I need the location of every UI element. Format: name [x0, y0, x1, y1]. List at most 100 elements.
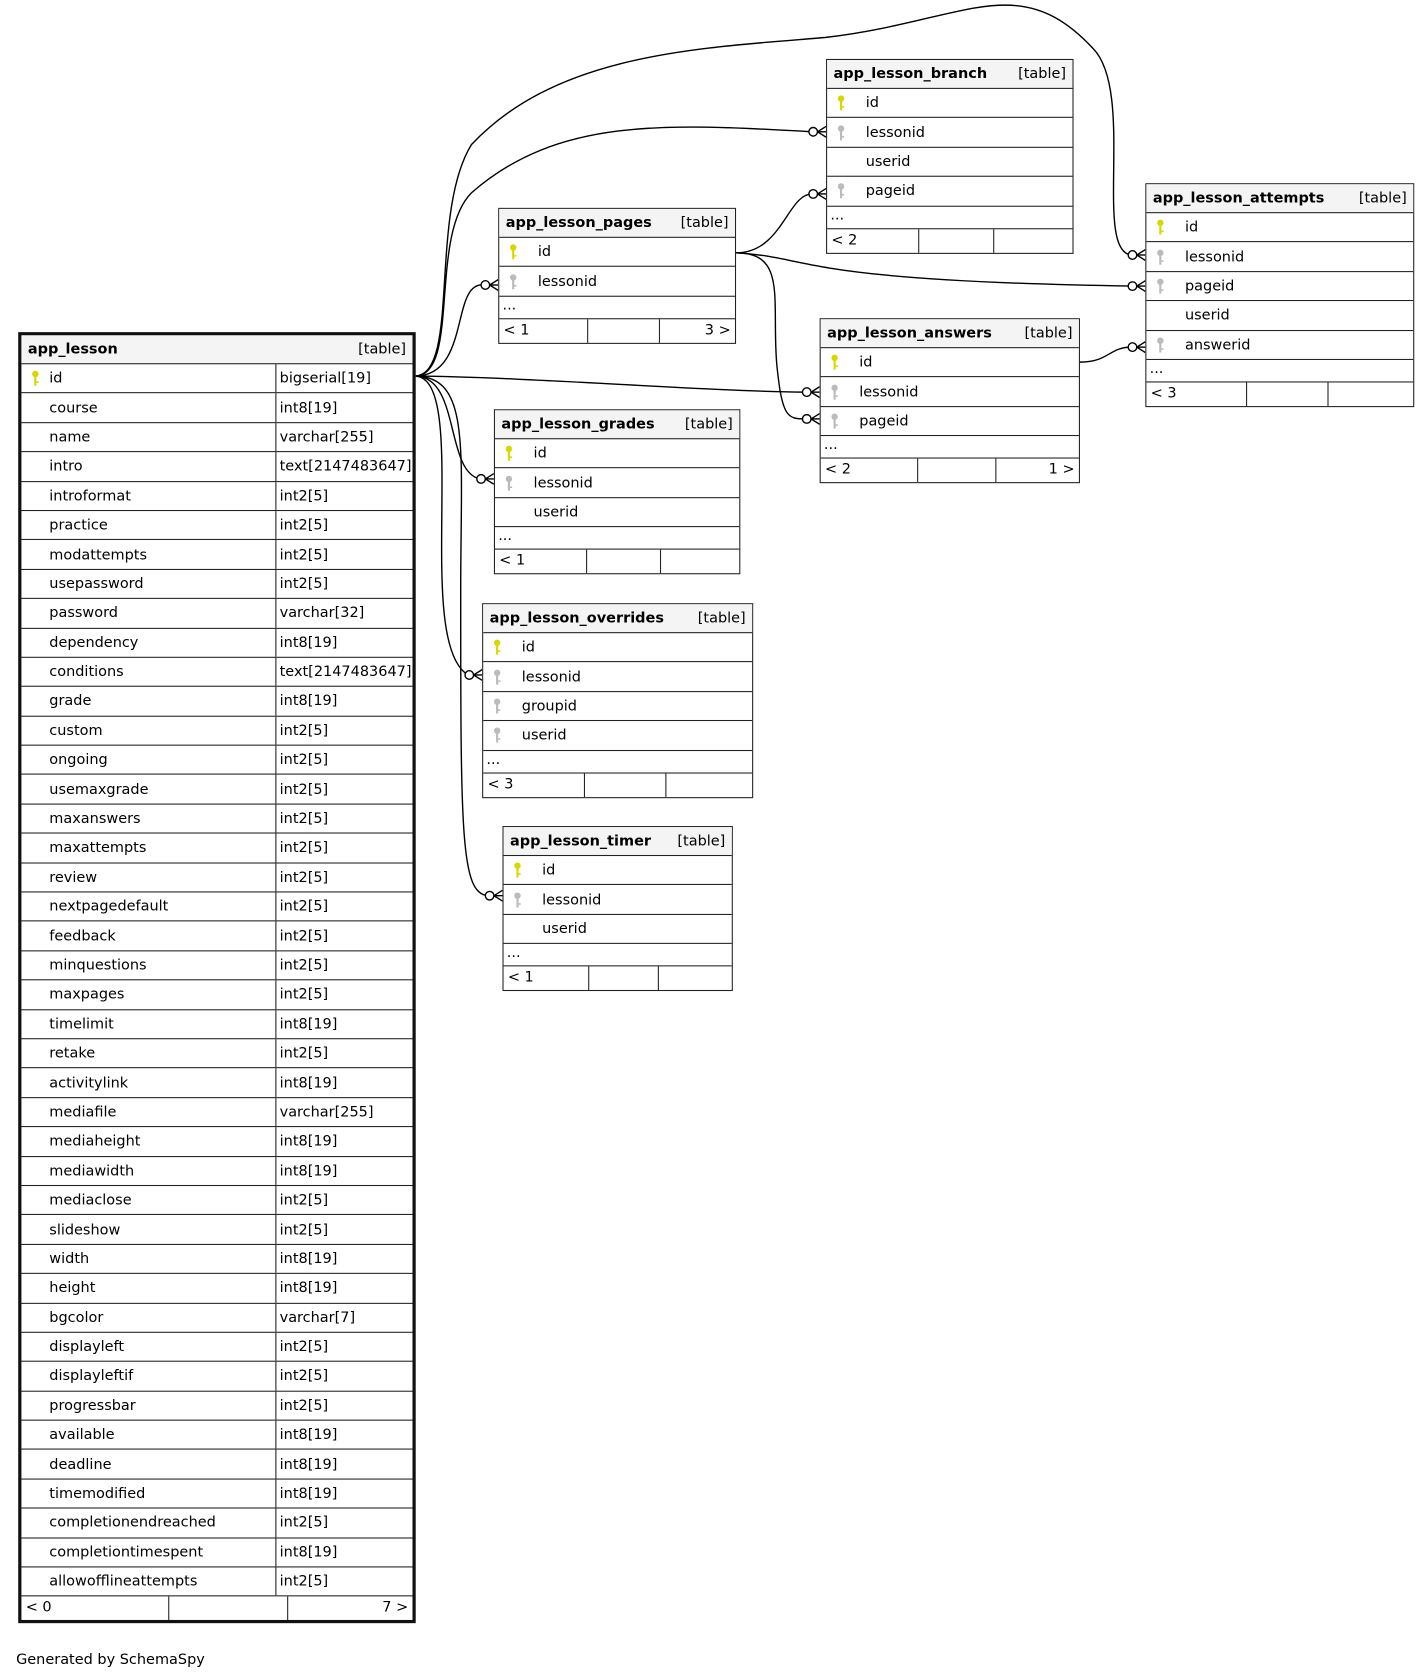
- column-row[interactable]: lessonid: [1146, 243, 1414, 272]
- column-row[interactable]: pageid: [820, 407, 1079, 437]
- column-row[interactable]: pageid: [1146, 272, 1414, 302]
- column-row[interactable]: userid: [503, 915, 732, 945]
- column-row[interactable]: userid: [483, 721, 753, 751]
- column-row[interactable]: userid: [827, 148, 1073, 177]
- column-row[interactable]: pageid: [827, 177, 1073, 207]
- column-type: int8[19]: [275, 1068, 412, 1097]
- column-name: retake: [49, 1044, 96, 1062]
- table-header[interactable]: app_lesson_timer[table]: [503, 827, 732, 857]
- column-row[interactable]: userid: [1146, 301, 1414, 331]
- column-row[interactable]: lessonid: [499, 267, 735, 297]
- column-row[interactable]: id: [820, 348, 1079, 378]
- column-row[interactable]: userid: [494, 498, 740, 528]
- column-type: int2[5]: [275, 1185, 412, 1215]
- parent-count: < 2: [821, 458, 918, 483]
- table-app-lesson-overrides[interactable]: app_lesson_overrides[table]id lessonid gro…: [482, 603, 754, 798]
- table-kind: [table]: [1018, 65, 1067, 83]
- column-name: lessonid: [521, 668, 581, 686]
- table-header[interactable]: app_lesson_answers[table]: [820, 319, 1079, 349]
- column-row[interactable]: groupid: [483, 692, 753, 722]
- column-row[interactable]: lessonid: [827, 118, 1073, 148]
- parent-count: < 0: [21, 1596, 170, 1621]
- column-name: userid: [542, 920, 587, 938]
- more-columns: ...: [820, 436, 1079, 459]
- column-row[interactable]: lessonid: [483, 663, 753, 692]
- column-row[interactable]: id: [483, 633, 753, 663]
- column-row[interactable]: lessonid: [820, 378, 1079, 407]
- table-header[interactable]: app_lesson_overrides[table]: [483, 604, 753, 634]
- column-type: int8[19]: [275, 1127, 412, 1156]
- column-row[interactable]: answerid: [1146, 331, 1414, 360]
- column-row[interactable]: lessonid: [503, 885, 732, 915]
- table-header[interactable]: app_lesson[table]: [21, 335, 413, 365]
- column-row[interactable]: id: [827, 89, 1073, 119]
- footer-spacer: [587, 549, 662, 574]
- parent-count: < 3: [483, 773, 585, 797]
- table-kind: [table]: [680, 214, 729, 232]
- column-row[interactable]: id: [503, 856, 732, 886]
- more-columns: ...: [503, 944, 732, 967]
- parent-count: < 3: [1146, 382, 1247, 407]
- table-header[interactable]: app_lesson_attempts[table]: [1146, 184, 1414, 214]
- table-header[interactable]: app_lesson_branch[table]: [827, 59, 1073, 89]
- table-header[interactable]: app_lesson_grades[table]: [494, 410, 740, 440]
- column-row[interactable]: lessonid: [494, 469, 740, 498]
- column-row[interactable]: id: [494, 439, 740, 469]
- column-type: int2[5]: [275, 804, 412, 833]
- column-row[interactable]: id: [1146, 213, 1414, 243]
- parent-count: < 2: [827, 228, 920, 253]
- column-row[interactable]: id: [499, 238, 735, 268]
- table-header[interactable]: app_lesson_pages[table]: [499, 208, 735, 238]
- column-name: usepassword: [49, 575, 144, 593]
